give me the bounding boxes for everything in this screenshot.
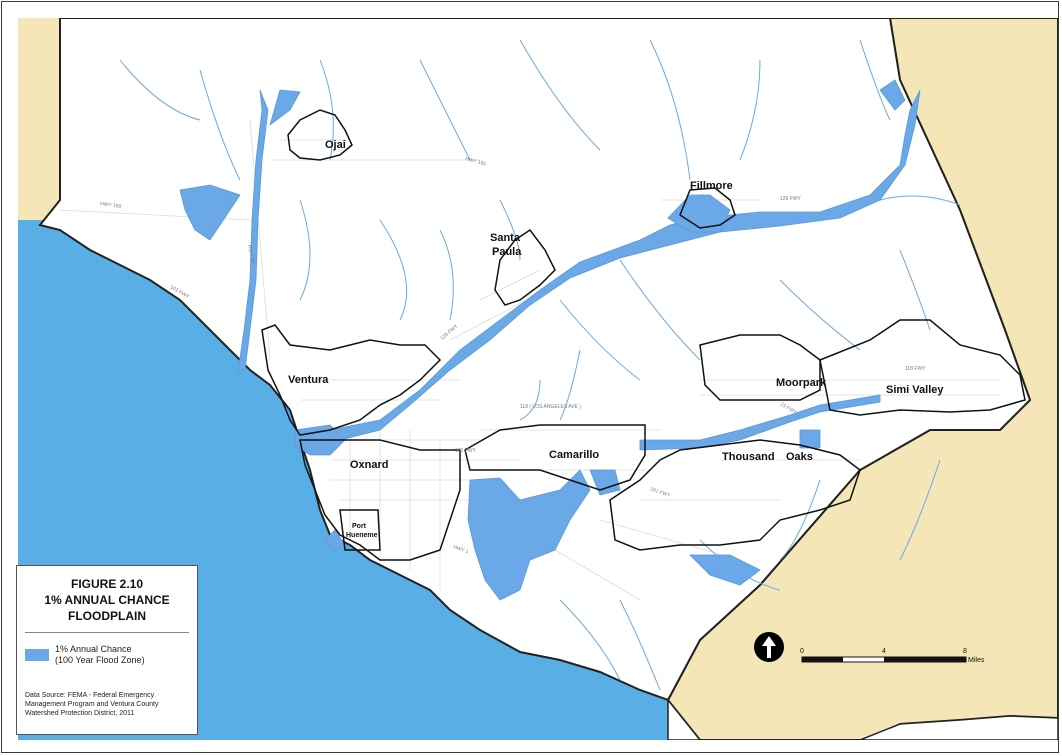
ojai-boundary — [287, 109, 353, 161]
road-label-126fwy-east: 126 FWY — [780, 196, 802, 202]
road-label-hwy1: HWY 1 — [452, 544, 469, 555]
oxnard-boundary — [299, 439, 461, 561]
moorpark-boundary — [699, 334, 821, 401]
city-label-camarillo: Camarillo — [549, 449, 599, 461]
legend-divider — [25, 632, 189, 633]
figure-title-line2: FLOODPLAIN — [68, 609, 146, 623]
north-arrow-icon — [754, 632, 784, 662]
road-label-118fwy: 118 FWY — [905, 366, 926, 372]
adjacent-county-northwest — [18, 18, 60, 220]
ventura-boundary — [261, 324, 442, 436]
city-label-fillmore: Fillmore — [690, 180, 733, 192]
road-label-los-angeles-ave: 118 ( LOS ANGELES AVE ) — [520, 404, 581, 410]
legend-box: FIGURE 2.10 1% ANNUAL CHANCE FLOODPLAIN … — [16, 565, 198, 735]
road-label-hwy150-ojai: HWY 150 — [464, 156, 486, 167]
city-label-paula: Paula — [492, 246, 522, 258]
city-label-port: Port — [352, 523, 367, 530]
city-label-oxnard: Oxnard — [350, 459, 389, 471]
city-label-thousand: Thousand — [722, 451, 775, 463]
flood-swatch — [25, 649, 49, 661]
figure-number: FIGURE 2.10 — [70, 577, 144, 591]
scale-label-four: 4 — [882, 648, 886, 655]
source-line3: Watershed Protection District, 2011 — [25, 710, 135, 717]
city-boundaries — [261, 109, 1026, 561]
road-label-hwy150-west: HWY 150 — [100, 201, 122, 210]
scale-label-eight: 8 — [963, 648, 967, 655]
port-hueneme-boundary — [339, 509, 381, 551]
city-label-santa: Santa — [490, 232, 521, 244]
road-label-101fwy-oxnard: 101 FWY — [455, 448, 477, 454]
city-label-moorpark: Moorpark — [776, 377, 827, 389]
figure-title-line1: 1% ANNUAL CHANCE — [44, 593, 170, 607]
city-label-oaks: Oaks — [786, 451, 813, 463]
scale-label-unit: Miles — [968, 657, 985, 664]
scale-bar: 0 4 8 Miles — [800, 648, 985, 664]
camarillo-boundary — [464, 424, 646, 491]
legend-label-line2: (100 Year Flood Zone) — [55, 655, 145, 665]
city-labels: Ojai Fillmore Santa Paula Ventura Oxnard… — [288, 139, 944, 539]
thousand-oaks-boundary — [609, 439, 861, 551]
simi-valley-boundary — [819, 319, 1026, 416]
city-label-ojai: Ojai — [325, 139, 346, 151]
flood-zones — [179, 79, 921, 601]
city-label-hueneme: Hueneme — [346, 532, 378, 539]
data-source: Data Source: FEMA - Federal Emergency Ma… — [25, 691, 195, 718]
road-label-hwy33: HWY 33 — [246, 244, 255, 264]
ventura-county — [38, 17, 1032, 702]
city-label-ventura: Ventura — [288, 374, 329, 386]
streams — [119, 39, 961, 691]
santa-paula-boundary — [494, 228, 556, 306]
scale-label-zero: 0 — [800, 648, 804, 655]
city-label-simi-valley: Simi Valley — [886, 384, 944, 396]
legend-key-text: 1% Annual Chance (100 Year Flood Zone) — [55, 644, 145, 666]
source-line2: Management Program and Ventura County — [25, 701, 159, 708]
source-line1: Data Source: FEMA - Federal Emergency — [25, 692, 155, 699]
fillmore-boundary — [679, 187, 736, 229]
legend-key-flood: 1% Annual Chance (100 Year Flood Zone) — [17, 643, 197, 683]
legend-label-line1: 1% Annual Chance — [55, 644, 132, 654]
